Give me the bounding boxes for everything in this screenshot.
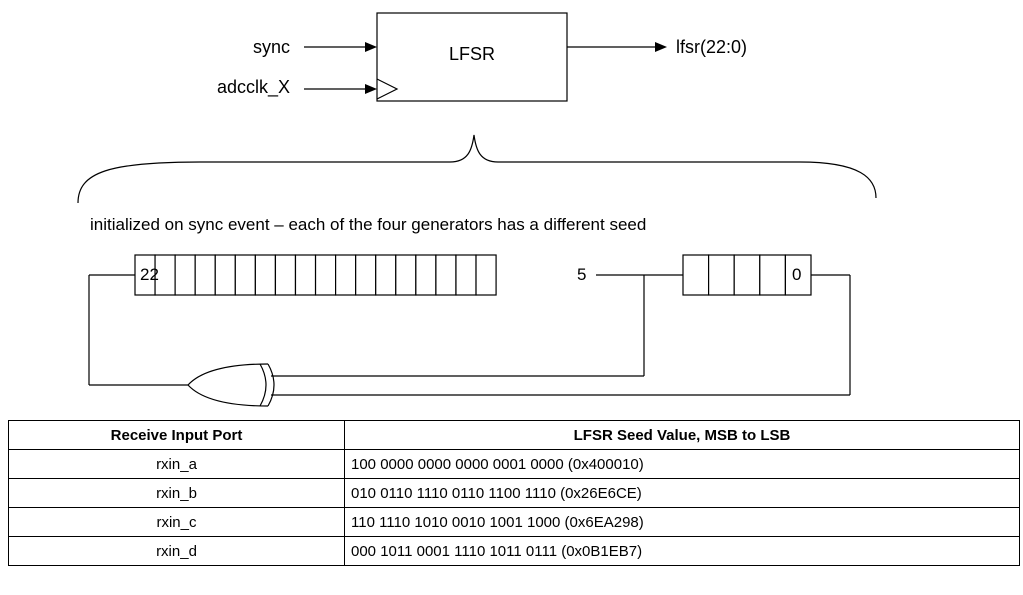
register-cell-bit-0 [784, 254, 812, 296]
register-cell-bit-9 [395, 254, 417, 296]
diagram-caption: initialized on sync event – each of the … [90, 215, 646, 234]
port-cell: rxin_b [8, 478, 345, 508]
seed-cell: 110 1110 1010 0010 1001 1000 (0x6EA298) [344, 507, 1020, 537]
register-cell-bit-4 [682, 254, 710, 296]
port-cell: rxin_c [8, 507, 345, 537]
bit-5-label: 5 [577, 265, 586, 284]
table-row: rxin_a 100 0000 0000 0000 0001 0000 (0x4… [8, 449, 1020, 479]
register-cell-bit-17 [234, 254, 256, 296]
register-cell-bit-2 [733, 254, 761, 296]
sync-label: sync [253, 37, 290, 57]
lfsr-block [376, 12, 568, 102]
adcclk-arrowhead-icon [365, 84, 377, 94]
output-label: lfsr(22:0) [676, 37, 747, 57]
clock-triangle-icon [376, 78, 399, 100]
register-cell-bit-13 [314, 254, 337, 296]
register-cell-bit-14 [294, 254, 317, 296]
adcclk-label: adcclk_X [217, 77, 290, 98]
register-cell-bit-15 [274, 254, 297, 296]
output-arrowhead-icon [655, 42, 667, 52]
lfsr-diagram: LFSR sync adcclk_X lfsr(22:0) initialize… [77, 12, 877, 407]
register-cell-bit-12 [335, 254, 357, 296]
register-cell-bit-6 [455, 254, 477, 296]
header-seed: LFSR Seed Value, MSB to LSB [344, 420, 1020, 450]
xor-gate-icon [187, 363, 275, 407]
register-cell-bit-10 [375, 254, 397, 296]
register-cell-bit-1 [759, 254, 786, 296]
seed-table: Receive Input Port LFSR Seed Value, MSB … [8, 420, 1020, 566]
seed-cell: 010 0110 1110 0110 1100 1110 (0x26E6CE) [344, 478, 1020, 508]
lfsr-block-title: LFSR [449, 44, 495, 64]
port-cell: rxin_d [8, 536, 345, 566]
register-cell-bit-7 [435, 254, 457, 296]
register-cell-bit-18 [214, 254, 236, 296]
register-cell-bit-11 [355, 254, 377, 296]
register-cell-bit-3 [707, 254, 735, 296]
curly-brace [77, 134, 877, 204]
sync-arrowhead-icon [365, 42, 377, 52]
bit-22-label: 22 [140, 265, 159, 284]
register-cell-bit-19 [194, 254, 216, 296]
register-cell-bit-5 [475, 254, 497, 296]
table-row: rxin_c 110 1110 1010 0010 1001 1000 (0x6… [8, 507, 1020, 537]
table-row: rxin_b 010 0110 1110 0110 1100 1110 (0x2… [8, 478, 1020, 508]
seed-cell: 100 0000 0000 0000 0001 0000 (0x400010) [344, 449, 1020, 479]
register-cell-bit-20 [174, 254, 196, 296]
register-cell-bit-8 [415, 254, 437, 296]
table-header-row: Receive Input Port LFSR Seed Value, MSB … [8, 420, 1020, 450]
table-row: rxin_d 000 1011 0001 1110 1011 0111 (0x0… [8, 536, 1020, 566]
port-cell: rxin_a [8, 449, 345, 479]
lfsr-wiring [88, 274, 851, 396]
seed-cell: 000 1011 0001 1110 1011 0111 (0x0B1EB7) [344, 536, 1020, 566]
bit-0-label: 0 [792, 265, 801, 284]
register-cell-bit-16 [254, 254, 277, 296]
header-port: Receive Input Port [8, 420, 345, 450]
shift-register [134, 254, 812, 296]
